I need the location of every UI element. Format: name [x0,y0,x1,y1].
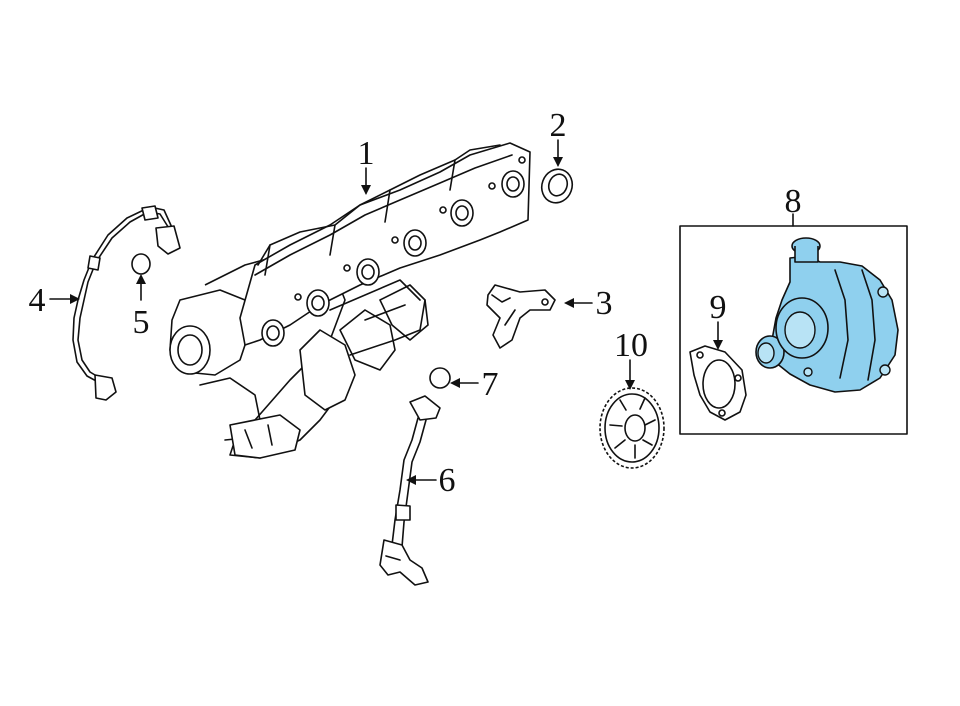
small-gasket-7 [429,367,451,389]
callout-6: 6 [439,462,456,499]
callout-2: 2 [550,107,567,144]
pump-gasket [689,345,747,421]
callout-8: 8 [785,183,802,220]
vacuum-pump [755,237,899,393]
callout-9: 9 [710,289,727,326]
oil-feed-line [72,205,181,401]
callout-7: 7 [482,366,499,403]
drive-gear [599,387,665,469]
oil-return-line [379,395,441,586]
callout-10: 10 [614,327,648,364]
callout-5: 5 [133,304,150,341]
turbo-manifold [169,142,531,459]
callout-1: 1 [358,135,375,172]
callout-4: 4 [29,282,46,319]
callout-3: 3 [596,285,613,322]
leader-arrows [49,139,794,485]
small-gasket-5 [131,253,151,275]
bracket [486,284,556,349]
seal-ring [540,168,574,204]
